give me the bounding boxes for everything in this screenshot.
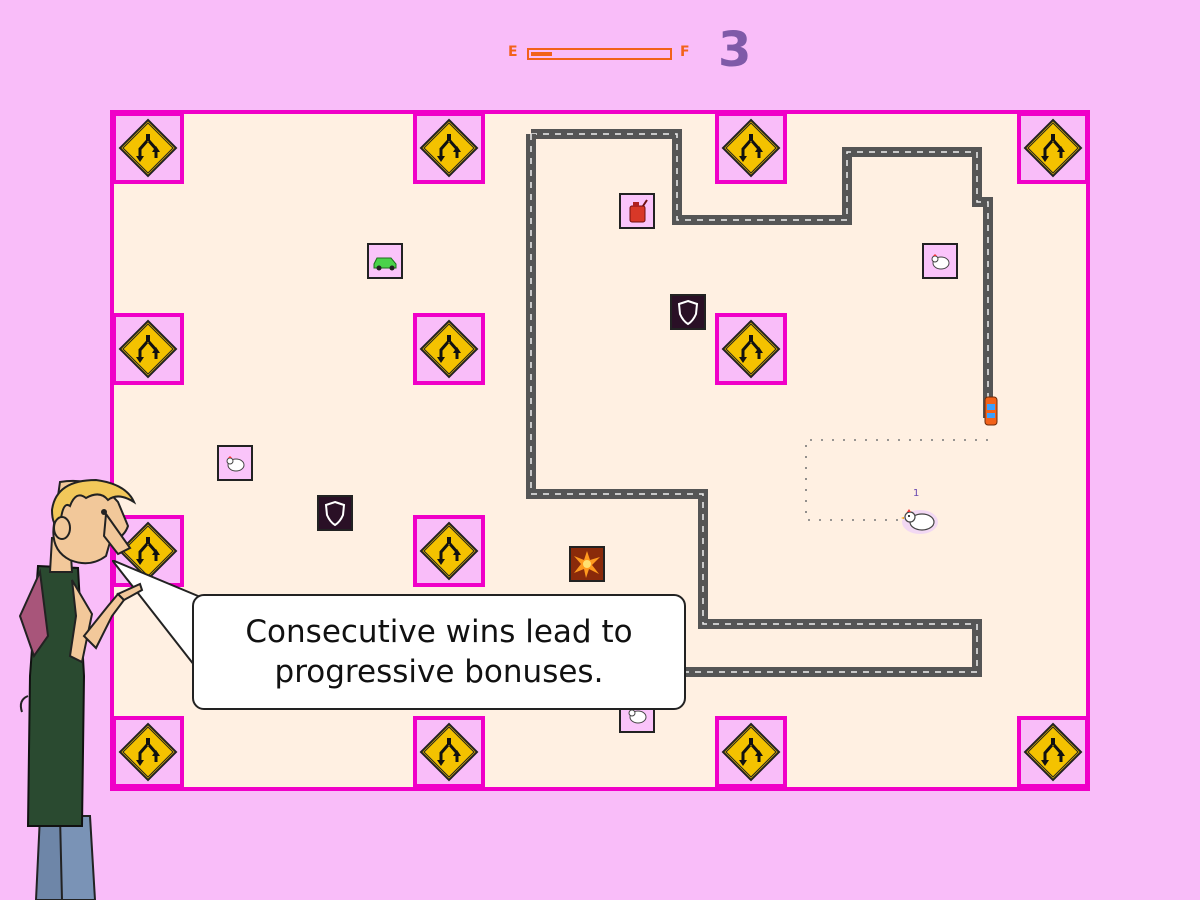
road-sign-tile — [1017, 112, 1089, 184]
shield-icon — [324, 500, 346, 527]
road-sign-tile — [413, 313, 485, 385]
explosion-icon — [571, 548, 603, 580]
fuel-can-icon — [629, 199, 648, 223]
guide-character — [18, 478, 144, 900]
shield-icon — [677, 299, 699, 326]
chicken-count: 1 — [913, 488, 920, 499]
road-sign-tile — [715, 313, 787, 385]
tutorial-speech-bubble[interactable]: Consecutive wins lead to progressive bon… — [192, 594, 686, 710]
road-sign-tile — [112, 716, 184, 788]
road-sign-tile — [112, 112, 184, 184]
chicken-pickup[interactable] — [217, 445, 253, 481]
shield-pickup[interactable] — [317, 495, 353, 531]
fuel-empty-label: E — [508, 44, 518, 60]
road-center-line — [531, 133, 989, 418]
divided-road-sign-icon — [1023, 722, 1083, 782]
divided-road-sign-icon — [1023, 118, 1083, 178]
tutorial-message: Consecutive wins lead to progressive bon… — [245, 614, 633, 690]
divided-road-sign-icon — [721, 319, 781, 379]
player-car[interactable] — [983, 396, 999, 426]
fuel-can-pickup[interactable] — [619, 193, 655, 229]
road-sign-tile — [413, 716, 485, 788]
explosion-pickup[interactable] — [569, 546, 605, 582]
fuel-gauge-fill — [531, 52, 552, 56]
divided-road-sign-icon — [118, 722, 178, 782]
car-icon — [373, 257, 397, 271]
divided-road-sign-icon — [419, 521, 479, 581]
road-sign-tile — [112, 313, 184, 385]
chicken-icon — [628, 708, 647, 724]
fuel-gauge — [527, 48, 672, 60]
road-center-line — [530, 134, 978, 673]
divided-road-sign-icon — [419, 319, 479, 379]
divided-road-sign-icon — [118, 319, 178, 379]
chicken-icon — [226, 456, 245, 472]
road-sign-tile — [413, 112, 485, 184]
fuel-full-label: F — [680, 44, 690, 60]
divided-road-sign-icon — [419, 118, 479, 178]
chicken-pickup[interactable] — [922, 243, 958, 279]
road-sign-tile — [715, 716, 787, 788]
chicken-sprite[interactable] — [898, 502, 940, 538]
car-pickup[interactable] — [367, 243, 403, 279]
divided-road-sign-icon — [118, 118, 178, 178]
road-sign-tile — [715, 112, 787, 184]
score-counter: 3 — [718, 22, 752, 78]
road-sign-tile — [1017, 716, 1089, 788]
divided-road-sign-icon — [721, 722, 781, 782]
divided-road-sign-icon — [721, 118, 781, 178]
road-sign-tile — [413, 515, 485, 587]
hud: E F 3 — [0, 0, 1200, 100]
chicken-icon — [931, 254, 950, 270]
shield-pickup[interactable] — [670, 294, 706, 330]
divided-road-sign-icon — [419, 722, 479, 782]
